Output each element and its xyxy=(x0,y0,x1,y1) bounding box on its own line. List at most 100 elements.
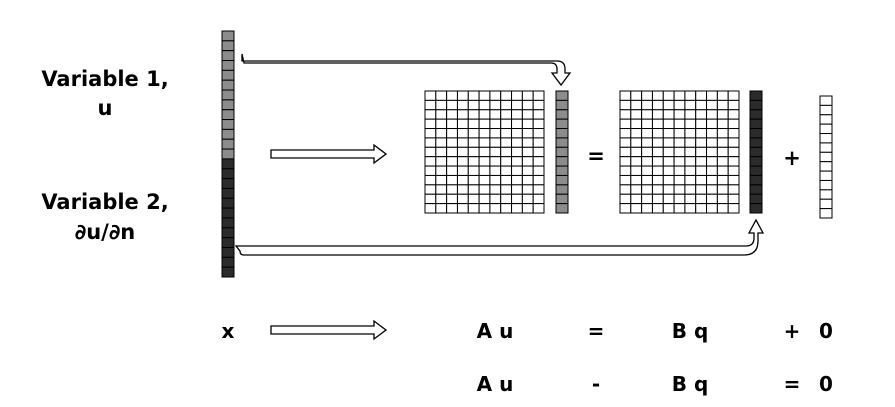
matrix-a-cell xyxy=(521,203,534,214)
matrix-a-cell xyxy=(456,174,469,186)
matrix-b-cell xyxy=(662,128,675,139)
matrix-a-cell xyxy=(511,156,523,167)
matrix-a-cell xyxy=(456,99,469,111)
matrix-b-cell xyxy=(716,118,729,130)
eq1-op2: + xyxy=(784,319,801,343)
matrix-b-cell xyxy=(651,146,664,158)
matrix-b-cell xyxy=(619,156,632,167)
matrix-b-cell xyxy=(619,118,632,130)
matrix-a-cell xyxy=(456,203,469,214)
matrix-a-cell xyxy=(435,128,448,139)
matrix-b-cell xyxy=(641,156,653,167)
u-vector-cell xyxy=(555,99,569,111)
matrix-a-cell xyxy=(532,90,545,101)
matrix-a-cell xyxy=(456,109,469,120)
matrix-b-cell xyxy=(619,109,632,120)
matrix-a-cell xyxy=(456,184,469,195)
matrix-a-cell xyxy=(489,165,502,176)
matrix-a-cell xyxy=(424,146,437,158)
matrix-b-cell xyxy=(706,90,718,101)
x-vector-cell xyxy=(221,89,235,101)
matrix-a-cell xyxy=(489,128,502,139)
matrix-b-cell xyxy=(662,118,675,130)
matrix-a-cell xyxy=(446,156,458,167)
matrix-a-cell xyxy=(511,193,523,205)
matrix-b-cell xyxy=(727,109,740,120)
matrix-a-cell xyxy=(446,137,458,148)
matrix-a-cell xyxy=(521,118,534,130)
matrix-b-cell xyxy=(727,118,740,130)
matrix-b-cell xyxy=(695,109,708,120)
matrix-b-cell xyxy=(630,165,643,176)
matrix-b-cell xyxy=(706,137,718,148)
matrix-b-cell xyxy=(619,137,632,148)
matrix-b-cell xyxy=(727,146,740,158)
matrix-a-cell xyxy=(511,203,523,214)
matrix-a-cell xyxy=(478,203,491,214)
matrix-b-cell xyxy=(706,118,718,130)
matrix-a-cell xyxy=(435,165,448,176)
matrix-b-cell xyxy=(716,146,729,158)
matrix-b-cell xyxy=(706,184,718,195)
matrix-a-cell xyxy=(521,99,534,111)
matrix-b-cell xyxy=(706,146,718,158)
matrix-a-cell xyxy=(467,99,480,111)
x-vector-cell xyxy=(221,50,235,62)
matrix-a-cell xyxy=(532,165,545,176)
matrix-b-cell xyxy=(662,174,675,186)
matrix-b-cell xyxy=(695,165,708,176)
matrix-a-cell xyxy=(511,184,523,195)
matrix-b-cell xyxy=(662,90,675,101)
matrix-a-cell xyxy=(500,174,513,186)
variable1-symbol: u xyxy=(98,96,113,120)
matrix-b-cell xyxy=(673,203,686,214)
matrix-b-cell xyxy=(673,137,686,148)
eq2-rhs: 0 xyxy=(819,372,833,396)
matrix-a-cell xyxy=(456,128,469,139)
matrix-a-cell xyxy=(500,137,513,148)
matrix-b-cell xyxy=(684,184,697,195)
matrix-a-cell xyxy=(435,193,448,205)
matrix-a-cell xyxy=(500,156,513,167)
matrix-a-cell xyxy=(456,193,469,205)
matrix-b-cell xyxy=(716,137,729,148)
matrix-b-cell xyxy=(706,128,718,139)
u-vector-cell xyxy=(555,174,569,186)
q-vector-cell xyxy=(749,90,763,101)
eq1-arrow xyxy=(270,319,388,341)
matrix-b-cell xyxy=(727,193,740,205)
matrix-a-cell xyxy=(521,156,534,167)
matrix-a-cell xyxy=(467,118,480,130)
q-vector-cell xyxy=(749,118,763,130)
eq2-lhs: A u xyxy=(477,372,514,396)
matrix-b-cell xyxy=(684,174,697,186)
matrix-a-cell xyxy=(467,174,480,186)
matrix-a-cell xyxy=(424,128,437,139)
matrix-a-cell xyxy=(456,146,469,158)
matrix-a-cell xyxy=(489,118,502,130)
matrix-a-cell xyxy=(532,146,545,158)
matrix-a-cell xyxy=(521,193,534,205)
variable1-label: Variable 1, xyxy=(41,67,168,91)
matrix-a-cell xyxy=(456,90,469,101)
matrix-b-cell xyxy=(727,165,740,176)
matrix-b-cell xyxy=(619,128,632,139)
matrix-b-cell xyxy=(716,156,729,167)
matrix-a-cell xyxy=(478,128,491,139)
x-vector-cell xyxy=(221,217,235,229)
matrix-a-cell xyxy=(424,174,437,186)
matrix-a-cell xyxy=(489,137,502,148)
matrix-b-cell xyxy=(651,90,664,101)
x-vector-cell xyxy=(221,227,235,239)
matrix-a-cell xyxy=(446,109,458,120)
matrix-b-cell xyxy=(662,184,675,195)
u-vector-cell xyxy=(555,156,569,167)
matrix-b-cell xyxy=(619,203,632,214)
matrix-b-cell xyxy=(727,184,740,195)
u-vector-cell xyxy=(555,165,569,176)
matrix-b-cell xyxy=(673,99,686,111)
matrix-b-cell xyxy=(651,128,664,139)
q-vector xyxy=(749,90,763,214)
zero-vector-cell xyxy=(819,208,833,219)
matrix-a-cell xyxy=(532,203,545,214)
